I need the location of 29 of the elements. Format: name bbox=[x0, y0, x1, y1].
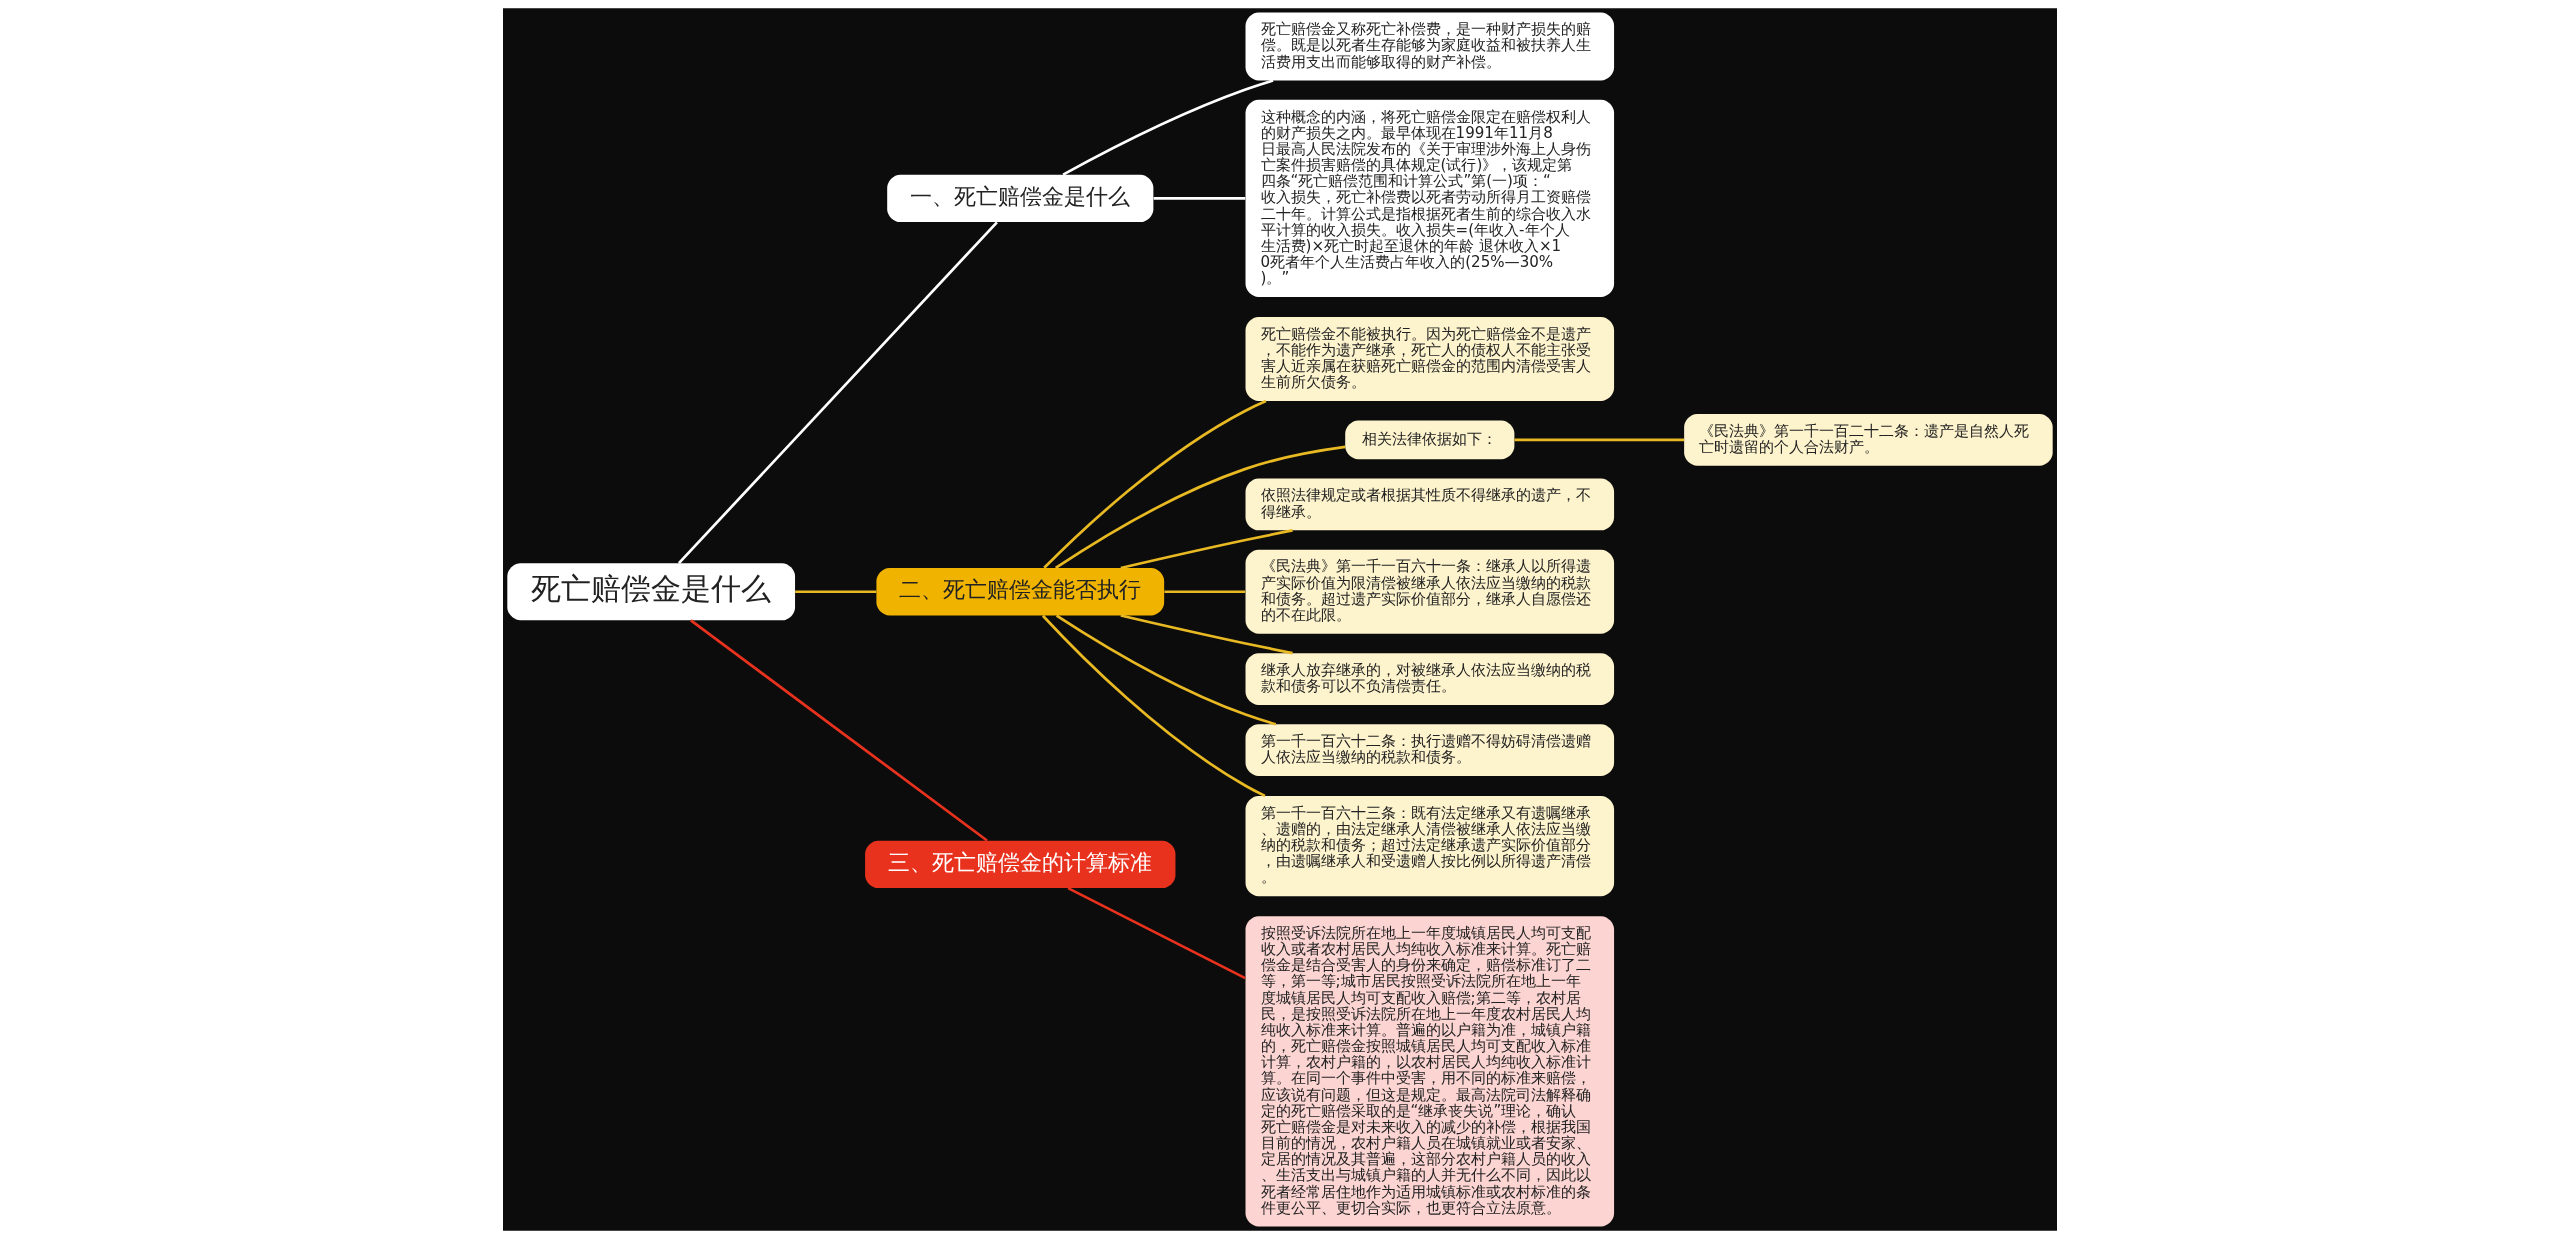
node-box: 死亡赔偿金不能被执行。因为死亡赔偿金不是遗产，不能作为遗产继承，死亡人的债权人不能主张受害人近亲属在获赔死亡赔偿金的范围内清偿受害人生前所欠债务。 bbox=[1245, 316, 1615, 401]
connector bbox=[1164, 590, 1246, 594]
node-box: 二、死亡赔偿金能否执行 bbox=[876, 568, 1165, 616]
connector bbox=[1153, 197, 1246, 200]
connector bbox=[1120, 529, 1293, 570]
connector bbox=[1055, 614, 1277, 726]
node-box: 这种概念的内涵，将死亡赔偿金限定在赔偿权利人的财产损失之内。最早体现在1991年11月8日最高人民法院发布的《关于审理涉外海上人身伤亡案件损害赔偿的具体规定(试行)》，该规定第四条“死亡赔偿范围和计算公式”第(一)项：“收入损失，死亡补偿费以死者劳动所得月工资赔偿二十年。计算公式是指根据死者生前的综合收入水平计算的收入损失。收入损失=(年收入-年个人生活费)×死亡时起至退休的年龄 退休收入×10死者年个人生活费占年收入的(25%—30%)。” bbox=[1245, 99, 1615, 297]
node-box: 死亡赔偿金是什么 bbox=[507, 563, 796, 621]
connector bbox=[795, 590, 877, 594]
connector bbox=[1067, 886, 1246, 980]
connector bbox=[1041, 614, 1266, 798]
node-box: 第一千一百六十三条：既有法定继承又有遗嘱继承、遗赠的，由法定继承人清偿被继承人依法应当缴纳的税款和债务；超过法定继承遗产实际价值部分，由遗嘱继承人和受遗赠人按比例以所得遗产清偿。 bbox=[1245, 795, 1615, 897]
connector bbox=[1043, 399, 1267, 569]
node-box: 死亡赔偿金又称死亡补偿费，是一种财产损失的赔偿。既是以死者生存能够为家庭收益和被扶养人生活费用支出而能够取得的财产补偿。 bbox=[1245, 12, 1615, 81]
connector bbox=[1514, 438, 1685, 442]
node-box: 继承人放弃继承的，对被继承人依法应当缴纳的税款和债务可以不负清偿责任。 bbox=[1245, 653, 1615, 705]
node-box: 第一千一百六十二条：执行遗赠不得妨碍清偿遗赠人依法应当缴纳的税款和债务。 bbox=[1245, 724, 1615, 777]
node-box: 《民法典》第一千一百二十二条：遗产是自然人死亡时遗留的个人合法财产。 bbox=[1684, 413, 2053, 466]
connector bbox=[1055, 445, 1346, 570]
connector bbox=[677, 221, 998, 565]
connector bbox=[1062, 79, 1274, 176]
node-box: 一、死亡赔偿金是什么 bbox=[887, 174, 1154, 223]
node-box: 《民法典》第一千一百六十一条：继承人以所得遗产实际价值为限清偿被继承人依法应当缴纳的税款和债务。超过遗产实际价值部分，继承人自愿偿还的不在此限。 bbox=[1245, 549, 1615, 634]
node-box: 三、死亡赔偿金的计算标准 bbox=[865, 840, 1176, 889]
connector bbox=[1120, 614, 1293, 655]
node-box: 相关法律依据如下： bbox=[1345, 420, 1515, 460]
node-box: 按照受诉法院所在地上一年度城镇居民人均可支配收入或者农村居民人均纯收入标准来计算。死亡赔偿金是结合受害人的身份来确定，赔偿标准订了二等，第一等;城市居民按照受诉法院所在地上一年度城镇居民人均可支配收入赔偿;第二等，农村居民，是按照受诉法院所在地上一年度农村居民人均纯收入标准来计算。普遍的以户籍为准，城镇户籍的，死亡赔偿金按照城镇居民人均可支配收入标准计算，农村户籍的，以农村居民人均纯收入标准计算。在同一个事件中受害，用不同的标准来赔偿，应该说有问题，但这是规定。最高法院司法解释确定的死亡赔偿采取的是“继承丧失说”理论，确认死亡赔偿金是对未来收入的减少的补偿，根据我国目前的情况，农村户籍人员在城镇就业或者安家、定居的情况及其普遍，这部分农村户籍人员的收入、生活支出与城镇户籍的人并无什么不同，因此以死者经常居住地作为适用城镇标准或农村标准的条件更公平、更切合实际，也更符合立法原意。 bbox=[1245, 916, 1615, 1227]
node-box: 依照法律规定或者根据其性质不得继承的遗产，不得继承。 bbox=[1245, 478, 1615, 531]
connector bbox=[690, 619, 988, 842]
